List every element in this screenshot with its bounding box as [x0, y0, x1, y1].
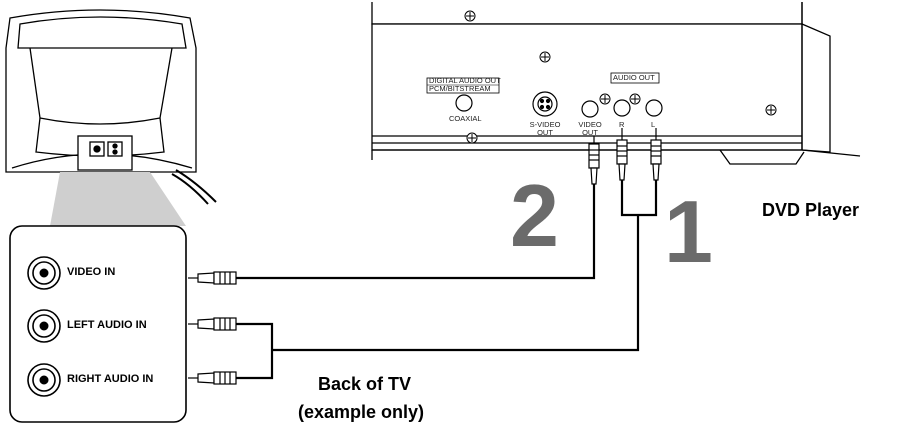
step-2-number: 2 — [510, 166, 559, 265]
audio-l-cable — [638, 180, 658, 217]
screw-icon — [464, 10, 777, 144]
audio-l-label: L — [651, 120, 656, 129]
dvd-video-out-jack — [581, 100, 599, 118]
audio-r-cable — [620, 180, 638, 217]
cables — [236, 180, 658, 380]
left-audio-in-jack — [27, 309, 61, 343]
back-of-tv-caption: Back of TV — [318, 374, 412, 394]
dvd-player-caption: DVD Player — [762, 200, 860, 220]
audio-out-label: AUDIO OUT — [613, 73, 655, 82]
dvd-audio-r-jack — [613, 99, 631, 117]
video-in-jack — [27, 256, 61, 290]
pcm-bitstream-label: PCM/BITSTREAM — [429, 84, 491, 93]
s-video-label: S-VIDEO — [529, 120, 561, 129]
tv-rear-illustration — [5, 9, 217, 205]
video-in-label: VIDEO IN — [67, 266, 116, 278]
audio-l-cable-plug-dvd — [650, 128, 662, 181]
example-only-caption: (example only) — [298, 402, 425, 422]
coaxial-jack — [455, 94, 473, 112]
zoom-wedge — [50, 172, 186, 226]
s-video-out-label: OUT — [537, 128, 553, 137]
video-cable — [236, 184, 596, 280]
audio-r-label: R — [619, 120, 625, 129]
coaxial-label: COAXIAL — [449, 114, 482, 123]
right-audio-in-jack — [27, 363, 61, 397]
audio-left-cable-tv — [236, 322, 274, 380]
digital-audio-label-box — [426, 77, 500, 94]
dvd-audio-l-jack — [645, 99, 663, 117]
video-label: VIDEO — [578, 120, 602, 129]
audio-r-cable-plug-dvd — [616, 128, 628, 181]
step-1-number: 1 — [664, 182, 713, 281]
video-cable-plug-dvd — [588, 136, 600, 185]
audio-out-label-box — [610, 72, 660, 84]
video-cable-plug-tv — [188, 271, 237, 285]
left-audio-in-label: LEFT AUDIO IN — [67, 319, 147, 331]
left-audio-cable-plug-tv — [188, 317, 237, 331]
video-out-label: OUT — [582, 128, 598, 137]
s-video-jack — [532, 91, 558, 117]
digital-audio-out-label: DIGITAL AUDIO OUT — [429, 76, 501, 85]
right-audio-cable-plug-tv — [188, 371, 237, 385]
right-audio-in-label: RIGHT AUDIO IN — [67, 373, 154, 385]
audio-main-cable — [272, 215, 640, 352]
